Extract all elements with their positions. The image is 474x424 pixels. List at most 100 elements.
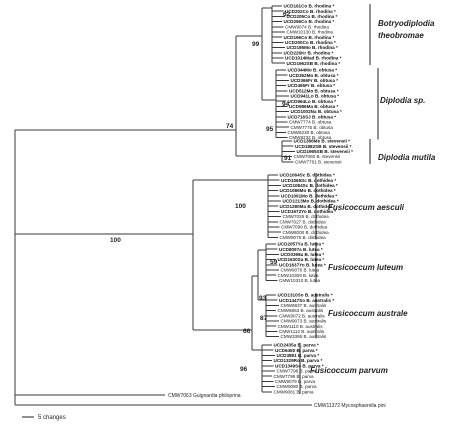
taxon-label: UCD1310So B. australis * (278, 293, 333, 298)
taxon-label: UCD1882SB B. stevensii * (295, 144, 352, 149)
bootstrap-74: 74 (226, 123, 234, 130)
taxon-label: CMW10310 B. lutea (279, 278, 321, 283)
taxon-label: CMW7775 B. obtusa (291, 125, 334, 130)
clade-name: Fusicoccum aesculi (328, 203, 405, 212)
bootstrap-95: 95 (266, 126, 274, 133)
outgroup-guignardia-label: CMW7063 Guignardia philoprina (168, 393, 241, 399)
taxon-label: UCD1084Sc B. dothidea * (283, 183, 338, 188)
clade-australe: UCD1310So B. australis *UCD1447So B. aus… (265, 293, 408, 339)
clade-name: Diplodia sp. (380, 96, 425, 105)
clade-name: Botryodiplodia (378, 19, 435, 28)
taxon-label: UCD256Co B. rhodina * (284, 19, 335, 24)
taxon-label: CMW7798 B. parva (277, 369, 318, 374)
taxon-label: UCD465Fr B. obtusa * (288, 83, 336, 88)
taxon-label: UCD1672Yo B. dothidea * (281, 209, 336, 214)
bootstrap-87: 87 (260, 315, 268, 322)
taxon-label: UCD352Mo B. obtusa * (289, 73, 339, 78)
taxon-label: UCD1386Me B. stevensii * (294, 139, 351, 144)
taxon-label: CMW8000 B. dothidea (283, 230, 330, 235)
taxon-label: UCD202Co B. rhodina * (285, 9, 336, 14)
taxon-label: UCD1064Sc B. dothidea * (280, 173, 335, 178)
taxon-label: CMW7099 B. dothidea (281, 225, 328, 230)
taxon-label: UCD0398a B. lutea * (281, 252, 325, 257)
bootstrap-62: 62 (283, 11, 291, 18)
taxon-label: UCD205Co B. rhodina * (287, 14, 338, 19)
taxon-label: CMW8232 B. obtusa (289, 135, 332, 140)
taxon-label: UCD1091Mo B. dothidea * (281, 193, 337, 198)
taxon-label: UCD195Mo B. rhodina * (287, 45, 339, 50)
clade-parvum: UCD2435a B. parva *UCD6450 B. parva *UCD… (261, 343, 388, 394)
taxon-label: UCD2435a B. parva * (274, 343, 319, 348)
taxon-label: UCD1014Mad B. rhodina * (285, 56, 342, 61)
taxon-label: UCD200Co B. rhodina * (285, 40, 336, 45)
bootstrap-root-100: 100 (110, 237, 121, 244)
taxon-label: CMW9076 B. lutea (281, 268, 320, 273)
taxon-label: CMW9080 B. parva (277, 384, 318, 389)
taxon-label: CMW9075 B. dothidea (280, 235, 327, 240)
taxon-label: CMW7761 B. stevensii (295, 159, 341, 164)
taxon-label: UCD512Mo B. obtusa * (289, 88, 339, 93)
taxon-label: CMW9074 B. rhodina (285, 24, 329, 29)
clade-name: theobromae (378, 31, 424, 40)
clade-mutila: UCD1386Me B. stevensii *UCD1882SB B. ste… (281, 139, 436, 164)
clade-aesculi: UCD1064Sc B. dothidea *UCD1065Sc B. doth… (267, 173, 405, 240)
taxon-label: UCD1447So B. australis * (279, 298, 334, 303)
taxon-label: UCD1002Na B. obtusa * (291, 109, 343, 114)
taxon-label: UCD1630Sa B. lutea * (278, 257, 325, 262)
taxon-label: UCD1213Mo B. dothidea * (283, 199, 339, 204)
taxon-label: CMW7027 B. dothidea (280, 219, 327, 224)
taxon-label: CMW9073 B. australis (281, 319, 327, 324)
clade-name: Fusicoccum luteum (328, 263, 403, 272)
clade-name: Diplodia mutila (378, 153, 436, 162)
clades: UCD191Co B. rhodina *UCD202Co B. rhodina… (261, 4, 436, 394)
taxon-label: UCD196Co B. rhodina * (284, 35, 335, 40)
taxon-label: UCD1065Sc B. dothidea * (281, 178, 336, 183)
bootstrap-93: 93 (259, 295, 267, 302)
taxon-label: UCD1280Ma B. dothidea * (280, 204, 336, 209)
clade-luteum: UCD2057Ya B. lutea *UCD8097a B. lutea *U… (265, 242, 403, 283)
bootstrap-aesculi-100: 100 (235, 203, 246, 210)
taxon-label: CMW1110 B. australis (278, 324, 324, 329)
clade-name: Fusicoccum parvum (310, 366, 388, 375)
bootstrap-59: 59 (270, 259, 278, 266)
outgroup-mycosphaerella-label: CMW11372 Mycosphaerella pini (314, 403, 386, 409)
backbone-branches (14, 7, 312, 406)
bootstrap-91: 91 (284, 155, 292, 162)
taxon-label: UCD1086Mo B. dothidea * (280, 188, 336, 193)
taxon-label: CMW7060 B. stevensii (294, 154, 340, 159)
taxon-label: UCD1965SB B. stevensii * (297, 149, 354, 154)
scale-bar-label: 5 changes (38, 415, 66, 421)
taxon-label: UCD8097a B. lutea * (279, 247, 323, 252)
taxon-label: CMW6837 B. australis (281, 303, 327, 308)
taxon-label: UCD964Lo B. obtusa * (288, 99, 337, 104)
taxon-label: CMW6853 B. australis (278, 308, 324, 313)
clade-name: Fusicoccum australe (328, 309, 408, 318)
taxon-label: UCD366Fr B. obtusa * (291, 78, 339, 83)
taxon-label: UCD986Ma B. obtusa * (289, 104, 338, 109)
bootstrap-94: 94 (282, 101, 290, 108)
taxon-label: CMW7026 B. dothidea (283, 214, 330, 219)
taxon-label: UCD3891 B. parva * (277, 353, 320, 358)
taxon-label: CMW10130 B. rhodina (287, 30, 334, 35)
taxon-label: CMW9081 B. parva (274, 389, 315, 394)
taxon-label: UCD191Co B. rhodina * (284, 4, 335, 9)
taxon-label: UCD1637Yo B. lutea * (279, 262, 326, 267)
clade-diplodia-sp: UCD344Mo B. obtusa *UCD352Mo B. obtusa *… (275, 68, 425, 140)
clade-botryo: UCD191Co B. rhodina *UCD202Co B. rhodina… (271, 4, 435, 66)
taxon-label: CMW1112 B. australis (279, 329, 325, 334)
taxon-label: CMW9072 B. australis (279, 313, 325, 318)
taxon-label: UCD1329Ro B. parva * (274, 358, 323, 363)
taxon-label: UCD344Mo B. obtusa * (288, 68, 338, 73)
taxon-label: UCD1349So B. parva * (275, 363, 324, 368)
taxon-label: CMW7774 B. obtusa (289, 120, 332, 125)
bootstrap-66: 66 (243, 328, 251, 335)
taxon-label: UCD716SJ B. obtusa * (288, 114, 337, 119)
taxon-label: UCD6450 B. parva * (275, 348, 318, 353)
taxon-label: CMW8230 B. obtusa (288, 130, 331, 135)
taxon-label: UCD2057Ya B. lutea * (278, 242, 325, 247)
bootstrap-99: 99 (252, 41, 260, 48)
taxon-label: UCD941Lo B. obtusa * (291, 94, 340, 99)
taxon-label: CMW3386 B. australis (281, 334, 327, 339)
taxon-label: UCD1962SB B. rhodina * (287, 61, 341, 66)
